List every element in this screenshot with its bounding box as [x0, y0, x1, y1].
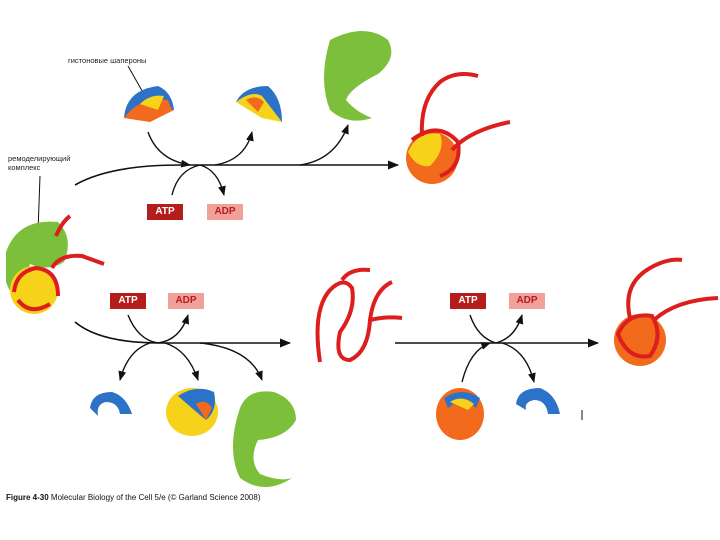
- free-dna-loop: [315, 267, 403, 363]
- label-remodeling-line2: комплекс: [8, 163, 41, 172]
- bottom-down-curve-left-2: [164, 342, 199, 381]
- bottom-up-curve-right-1: [461, 342, 491, 383]
- bottom-atp-curve-right: [469, 314, 524, 344]
- top-atp-curve: [171, 164, 226, 196]
- bottom-down-curve-left-1: [118, 342, 151, 381]
- remodeler-complex-bottom: [233, 391, 296, 487]
- figure-caption: Figure 4-30 Molecular Biology of the Cel…: [6, 493, 260, 502]
- top-main-arrow: [74, 160, 400, 186]
- chaperone-histone-shell-2: [236, 86, 282, 122]
- chaperone-released-right: [516, 388, 560, 414]
- histone-octamer-orange: [436, 388, 484, 440]
- bottom-down-curve-left-3: [199, 342, 263, 381]
- chaperone-histone-shell-1: [124, 86, 174, 122]
- remodeler-nucleosome-left: [6, 214, 105, 314]
- top-curve-in: [147, 131, 191, 168]
- label-remodeling-line1: ремоделирующий: [8, 154, 71, 163]
- atp-badge-top: ATP: [147, 204, 183, 220]
- label-remodeling-complex: ремоделирующий комплекс: [8, 154, 70, 172]
- adp-badge-top: ADP: [207, 204, 243, 220]
- figure-source: Molecular Biology of the Cell 5/e (© Gar…: [50, 493, 261, 502]
- nucleosome-top-right: [406, 72, 511, 184]
- top-curve-to-remodeler: [299, 124, 349, 166]
- label-histone-chaperones: гистоновые шапероны: [68, 56, 147, 65]
- remodeler-complex-top: [324, 31, 392, 121]
- bottom-main-arrow-left: [74, 321, 292, 348]
- atp-badge-bottom-left: ATP: [110, 293, 146, 309]
- adp-badge-bottom-left: ADP: [168, 293, 204, 309]
- figure-number: Figure 4-30: [6, 493, 49, 502]
- top-curve-out: [214, 131, 254, 166]
- bottom-atp-curve-left: [127, 314, 190, 344]
- histone-octamer-released: [166, 388, 218, 436]
- adp-badge-bottom-right: ADP: [509, 293, 545, 309]
- bottom-up-curve-right-2: [501, 342, 536, 383]
- chaperone-released-left: [90, 392, 132, 416]
- nucleosome-bottom-right: [614, 257, 719, 366]
- atp-badge-bottom-right: ATP: [450, 293, 486, 309]
